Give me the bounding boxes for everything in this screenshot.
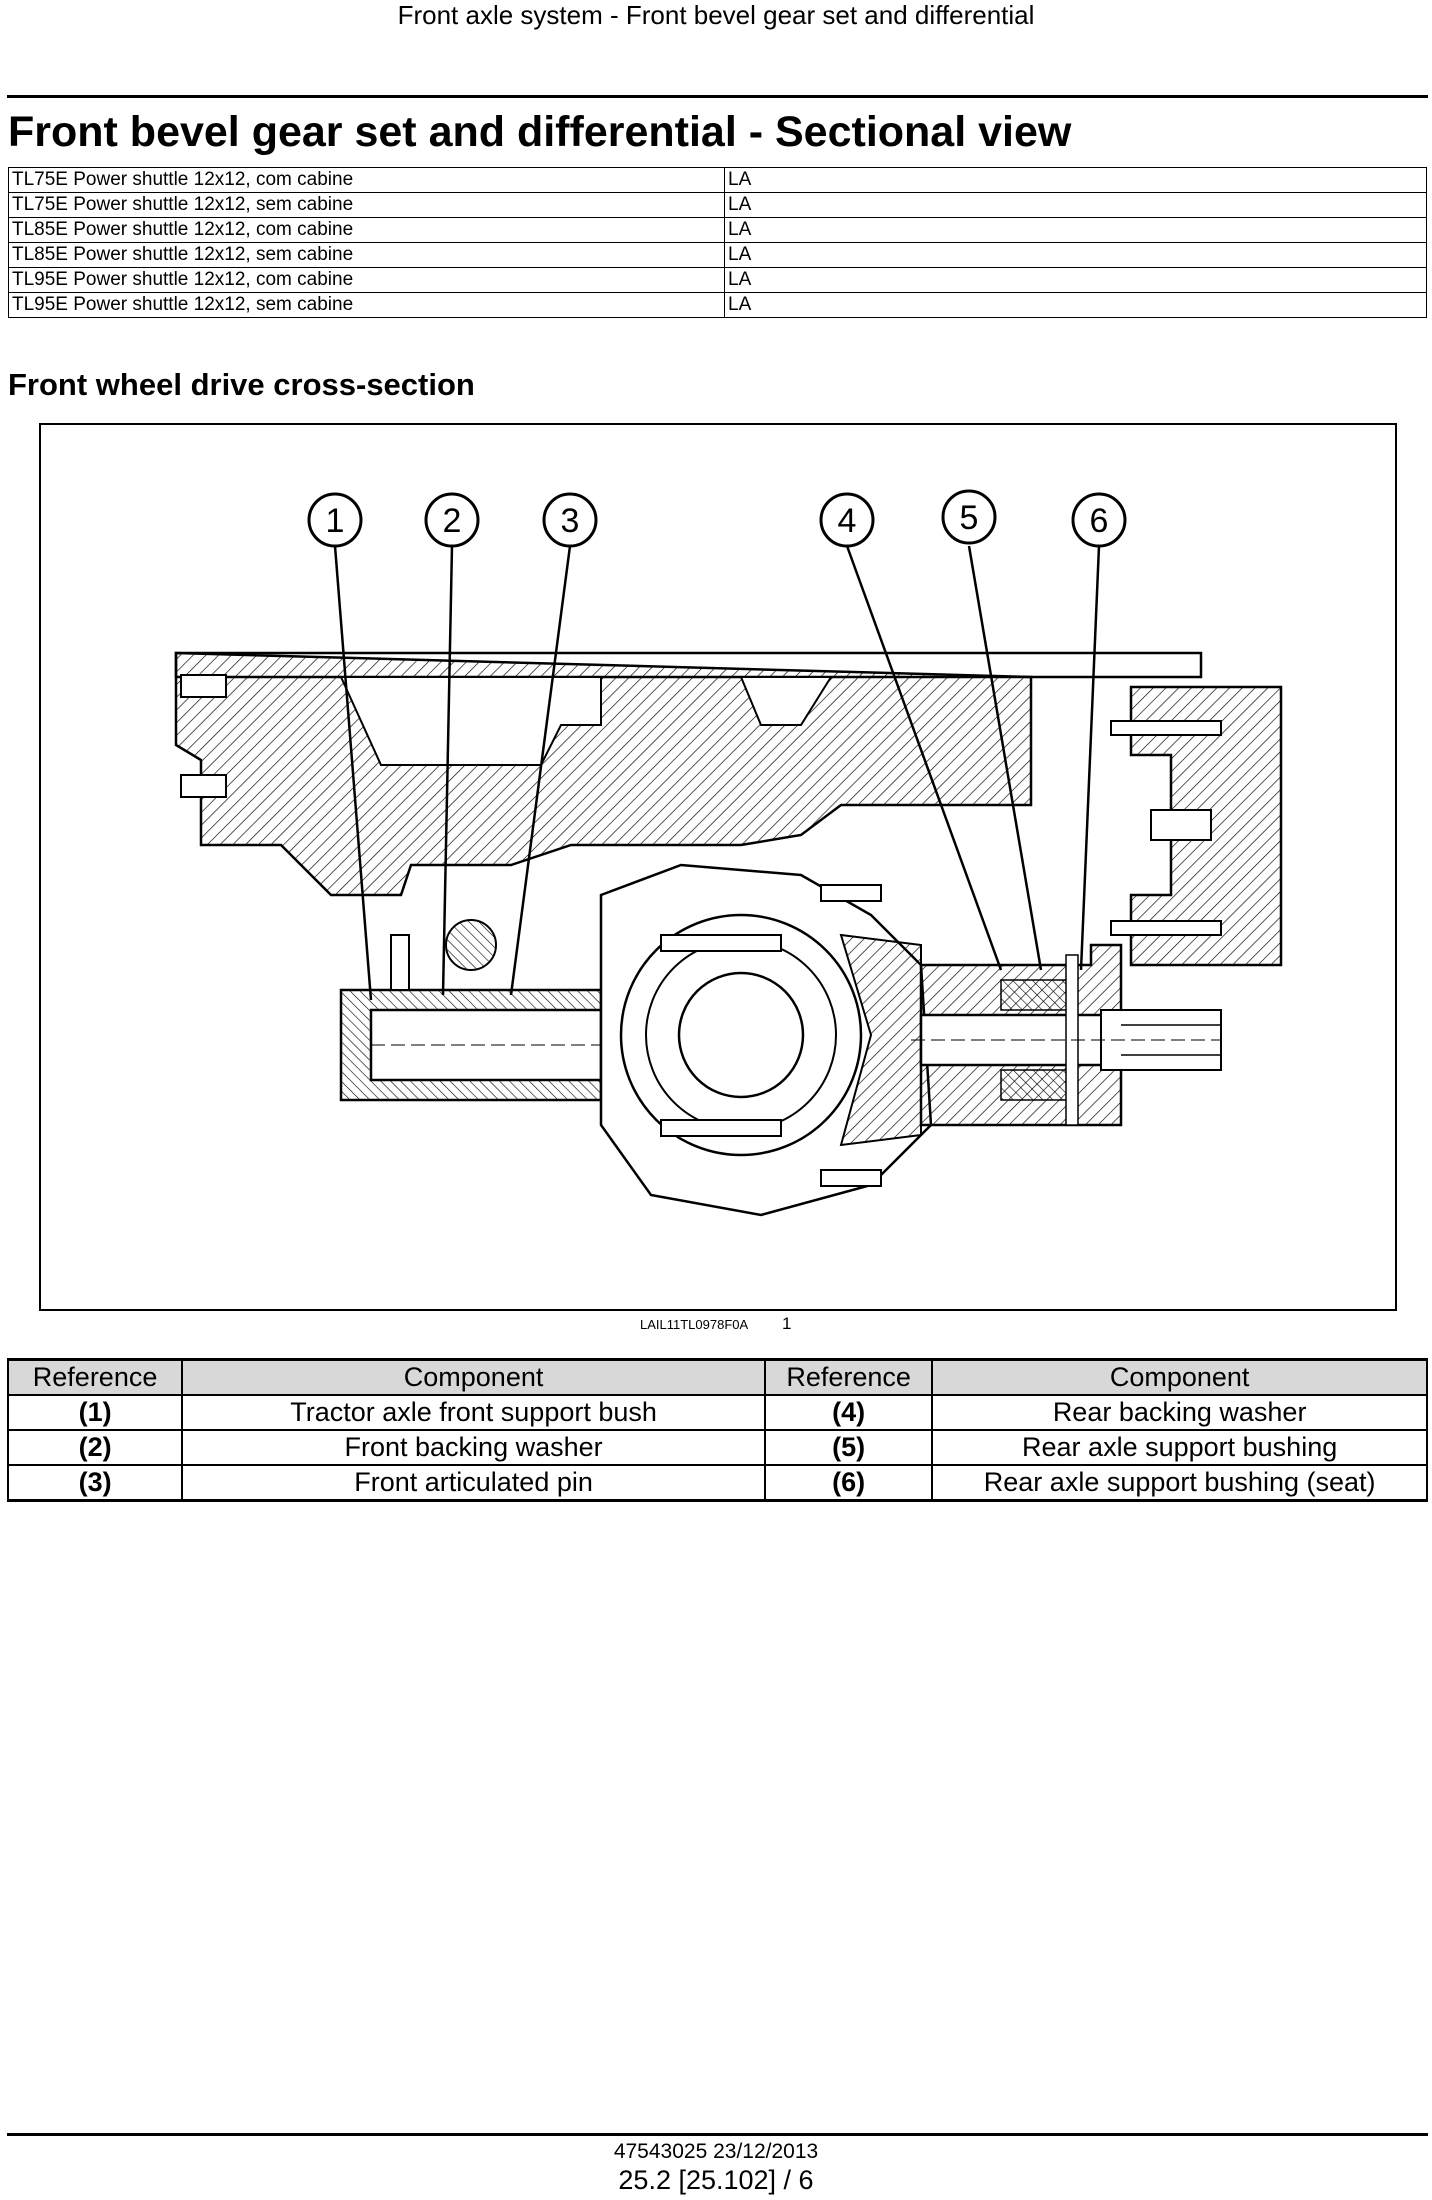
callout-label: 5 bbox=[960, 499, 979, 537]
callout-5: 5 bbox=[941, 489, 997, 545]
component-cell: Rear axle support bushing (seat) bbox=[931, 1464, 1428, 1502]
section-heading: Front wheel drive cross-section bbox=[8, 367, 475, 402]
model-applicability-table: TL75E Power shuttle 12x12, com cabine LA… bbox=[8, 167, 1427, 318]
model-name: TL85E Power shuttle 12x12, sem cabine bbox=[8, 242, 725, 268]
model-code: LA bbox=[724, 192, 1427, 218]
model-name: TL75E Power shuttle 12x12, com cabine bbox=[8, 167, 725, 193]
header-component: Component bbox=[931, 1358, 1428, 1396]
reference-cell: (1) bbox=[6, 1394, 184, 1431]
callout-2: 2 bbox=[424, 492, 480, 548]
reference-cell: (6) bbox=[763, 1464, 934, 1502]
model-code: LA bbox=[724, 242, 1427, 268]
figure-number: 1 bbox=[782, 1314, 792, 1333]
table-row: (3) Front articulated pin (6) Rear axle … bbox=[6, 1464, 1428, 1502]
model-name: TL85E Power shuttle 12x12, com cabine bbox=[8, 217, 725, 243]
reference-table-header: Reference Component Reference Component bbox=[6, 1358, 1428, 1396]
reference-cell: (3) bbox=[6, 1464, 184, 1502]
table-row: (2) Front backing washer (5) Rear axle s… bbox=[6, 1429, 1428, 1466]
callout-label: 6 bbox=[1090, 502, 1109, 540]
model-row: TL95E Power shuttle 12x12, com cabine LA bbox=[8, 267, 1427, 293]
model-name: TL95E Power shuttle 12x12, sem cabine bbox=[8, 292, 725, 318]
component-cell: Tractor axle front support bush bbox=[181, 1394, 766, 1431]
table-row: (1) Tractor axle front support bush (4) … bbox=[6, 1394, 1428, 1431]
footer-page-number: 25.2 [25.102] / 6 bbox=[618, 2165, 814, 2195]
leader-lines bbox=[333, 545, 1101, 1001]
model-row: TL85E Power shuttle 12x12, com cabine LA bbox=[8, 217, 1427, 243]
header-reference: Reference bbox=[6, 1358, 184, 1396]
running-header: Front axle system - Front bevel gear set… bbox=[397, 0, 1035, 30]
pinion-shaft-assembly bbox=[911, 943, 1222, 1127]
model-code: LA bbox=[724, 267, 1427, 293]
model-row: TL75E Power shuttle 12x12, sem cabine LA bbox=[8, 192, 1427, 218]
header-component: Component bbox=[181, 1358, 766, 1396]
model-row: TL85E Power shuttle 12x12, sem cabine LA bbox=[8, 242, 1427, 268]
callout-label: 4 bbox=[838, 502, 857, 540]
component-cell: Front backing washer bbox=[181, 1429, 766, 1466]
callout-6: 6 bbox=[1071, 492, 1127, 548]
page-title: Front bevel gear set and differential - … bbox=[8, 108, 1072, 156]
front-pin-assembly bbox=[339, 919, 603, 1102]
cross-section-drawing: 1 2 3 4 5 6 bbox=[174, 489, 1283, 1217]
component-cell: Rear backing washer bbox=[931, 1394, 1428, 1431]
callout-1: 1 bbox=[307, 492, 363, 548]
component-cell: Front articulated pin bbox=[181, 1464, 766, 1502]
component-cell: Rear axle support bushing bbox=[931, 1429, 1428, 1466]
reference-cell: (4) bbox=[763, 1394, 934, 1431]
footer-doc-info: 47543025 23/12/2013 bbox=[613, 2140, 819, 2163]
footer-rule bbox=[7, 2133, 1428, 2136]
callout-label: 3 bbox=[561, 502, 580, 540]
model-row: TL95E Power shuttle 12x12, sem cabine LA bbox=[8, 292, 1427, 318]
model-row: TL75E Power shuttle 12x12, com cabine LA bbox=[8, 167, 1427, 193]
model-name: TL95E Power shuttle 12x12, com cabine bbox=[8, 267, 725, 293]
header-rule bbox=[7, 95, 1428, 98]
callout-4: 4 bbox=[819, 492, 875, 548]
differential-carrier bbox=[599, 863, 933, 1217]
reference-cell: (5) bbox=[763, 1429, 934, 1466]
model-name: TL75E Power shuttle 12x12, sem cabine bbox=[8, 192, 725, 218]
reference-table: Reference Component Reference Component … bbox=[6, 1358, 1428, 1502]
model-code: LA bbox=[724, 217, 1427, 243]
model-code: LA bbox=[724, 167, 1427, 193]
reference-cell: (2) bbox=[6, 1429, 184, 1466]
model-code: LA bbox=[724, 292, 1427, 318]
axle-housing bbox=[174, 651, 1283, 967]
callout-3: 3 bbox=[542, 492, 598, 548]
cross-section-figure: 1 2 3 4 5 6 bbox=[39, 423, 1397, 1311]
callout-label: 1 bbox=[326, 502, 345, 540]
header-reference: Reference bbox=[763, 1358, 934, 1396]
callout-label: 2 bbox=[443, 502, 462, 540]
figure-code: LAIL11TL0978F0A bbox=[640, 1317, 749, 1332]
